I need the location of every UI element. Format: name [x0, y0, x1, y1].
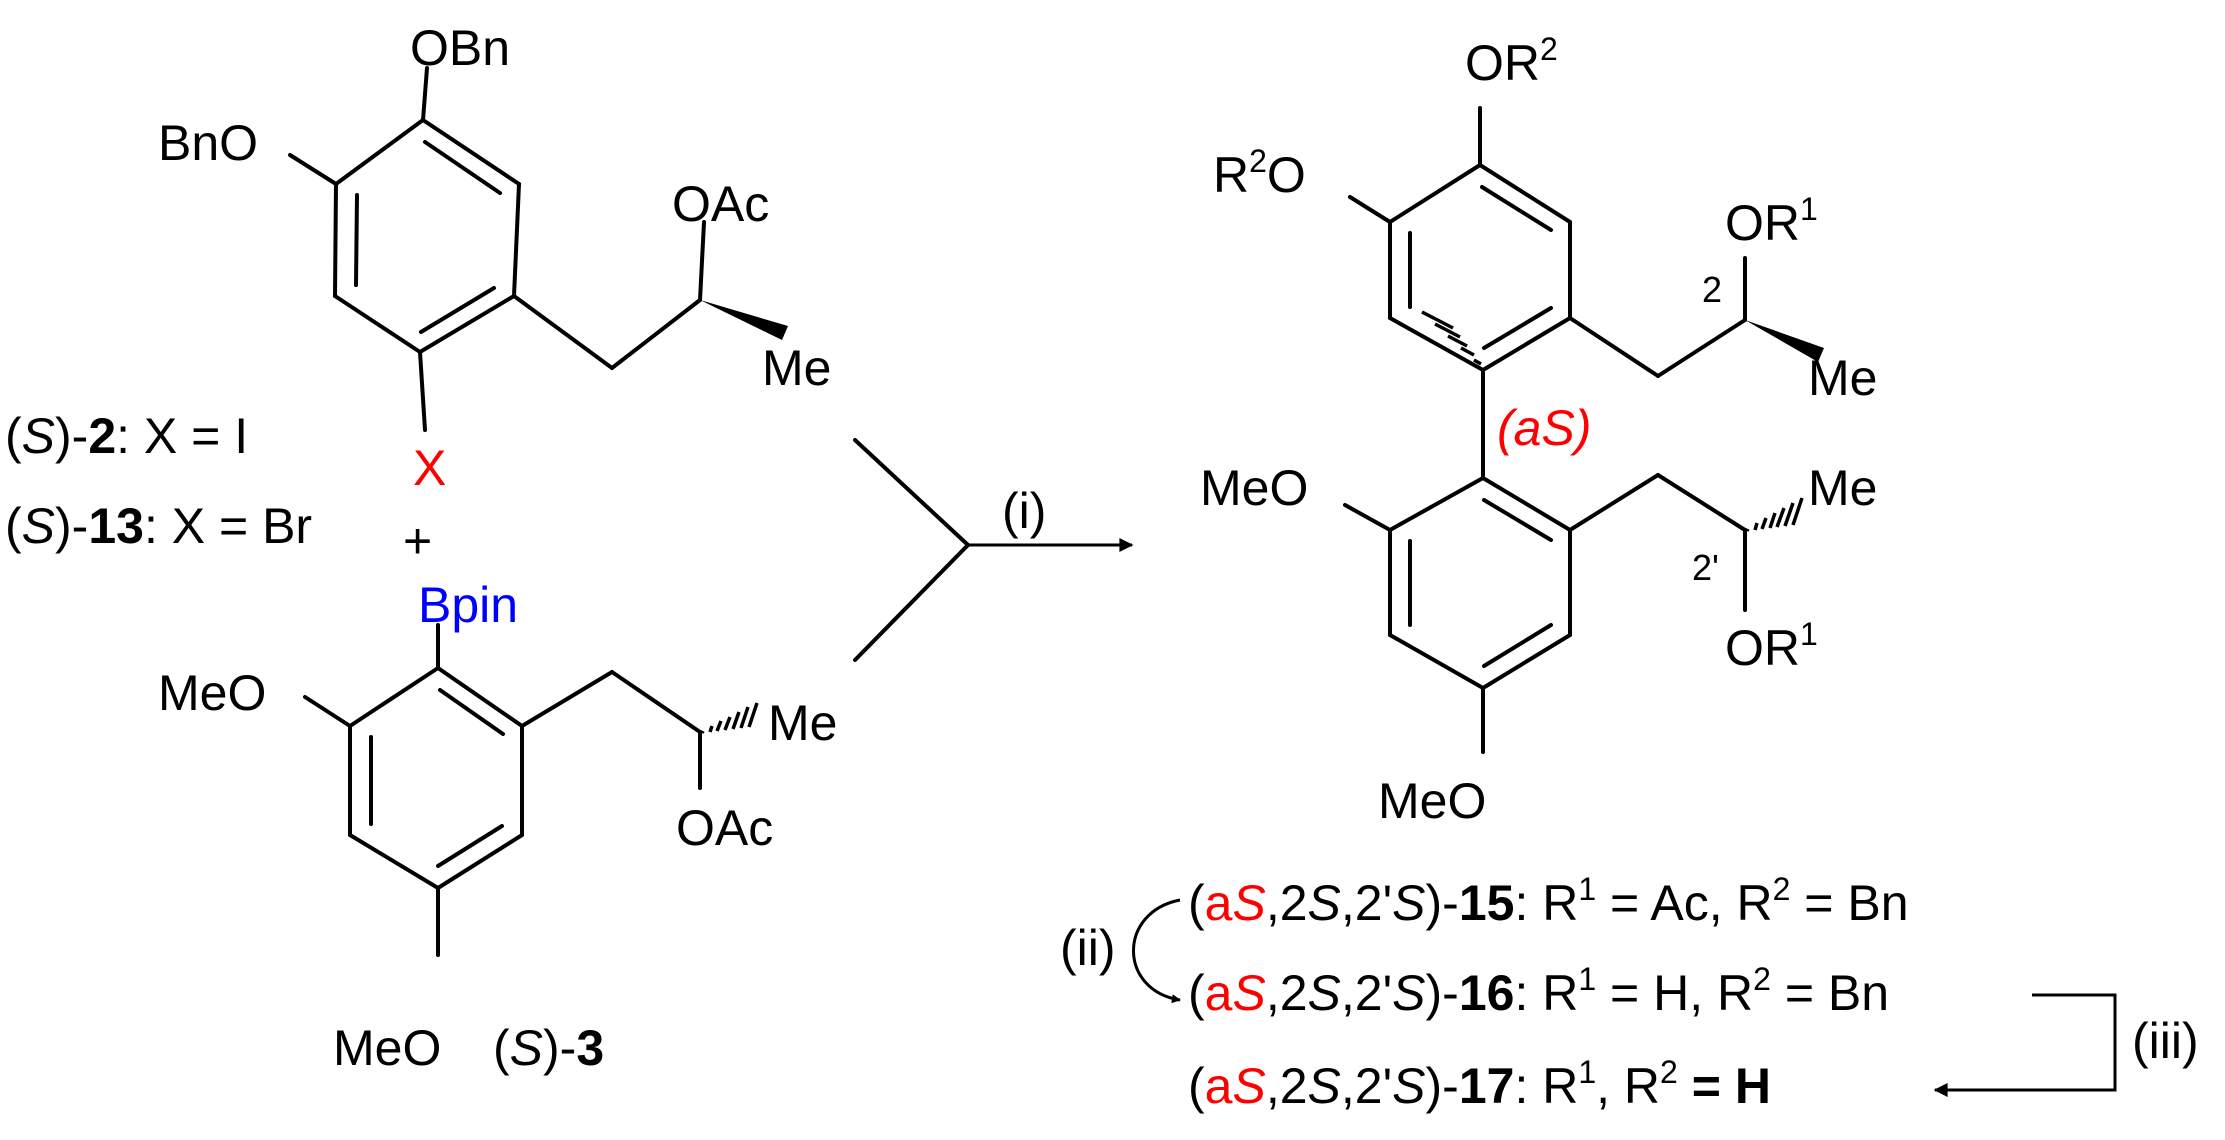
compound-16-label: (aS,2S,2'S)-16: R1 = H, R2 = Bn — [1188, 961, 1889, 1021]
hash-bond — [700, 702, 759, 734]
meo-bottom-label: MeO — [333, 1020, 441, 1076]
compound-3-label: (S)-3 — [493, 1020, 604, 1076]
hash-bond — [1745, 497, 1804, 532]
meo-bottom-label: MeO — [1378, 773, 1486, 829]
reaction-arrow-ii: (ii) — [1060, 898, 1181, 1004]
reactant-bottom-structure: Bpin MeO Me OAc MeO (S)-3 — [158, 577, 837, 1076]
oac-label: OAc — [676, 800, 773, 856]
meo-top-label: MeO — [158, 665, 266, 721]
meo-left-label: MeO — [1200, 460, 1308, 516]
axial-hash-bond — [1421, 310, 1482, 366]
or2-top-label: OR2 — [1465, 31, 1558, 91]
compound-17-label: (aS,2S,2'S)-17: R1, R2 = H — [1188, 1054, 1771, 1114]
compound-15-label: (aS,2S,2'S)-15: R1 = Ac, R2 = Bn — [1188, 871, 1909, 931]
oac-label: OAc — [672, 176, 769, 232]
reaction-arrow-i: (i) — [853, 438, 1134, 662]
as-stereo-label: (aS) — [1497, 400, 1591, 456]
reagent-iii-label: (iii) — [2132, 1013, 2199, 1069]
obn-label: OBn — [410, 20, 510, 76]
or1-top-label: OR1 — [1725, 191, 1818, 251]
or1-bottom-label: OR1 — [1725, 616, 1818, 676]
reaction-arrow-iii: (iii) — [1933, 993, 2199, 1097]
wedge-bond — [1745, 320, 1824, 362]
locant-2p-label: 2' — [1692, 547, 1719, 588]
bno-label: BnO — [158, 115, 258, 171]
me-label: Me — [762, 340, 831, 396]
compound-13-label: (S)-13: X = Br — [5, 498, 312, 554]
locant-2-label: 2 — [1702, 269, 1722, 310]
reagent-i-label: (i) — [1002, 483, 1046, 539]
me-bottom-label: Me — [1808, 460, 1877, 516]
r2o-left-label: R2O — [1213, 143, 1306, 203]
product-bonds — [1343, 106, 1747, 754]
me-top-label: Me — [1808, 350, 1877, 406]
reagent-ii-label: (ii) — [1060, 920, 1116, 976]
x-label: X — [413, 440, 446, 496]
reactant-top-bonds — [288, 66, 706, 432]
reactant-top-structure: OBn BnO OAc Me X — [158, 20, 831, 496]
reactant-bottom-bonds — [303, 623, 702, 957]
product-structure: OR2 R2O OR1 2 Me (aS) MeO Me 2' OR1 MeO — [1200, 31, 1877, 829]
bpin-label: Bpin — [418, 577, 518, 633]
wedge-bond — [700, 300, 788, 340]
compound-2-label: (S)-2: X = I — [5, 408, 248, 464]
plus-sign: + — [403, 513, 432, 569]
me-label: Me — [768, 695, 837, 751]
